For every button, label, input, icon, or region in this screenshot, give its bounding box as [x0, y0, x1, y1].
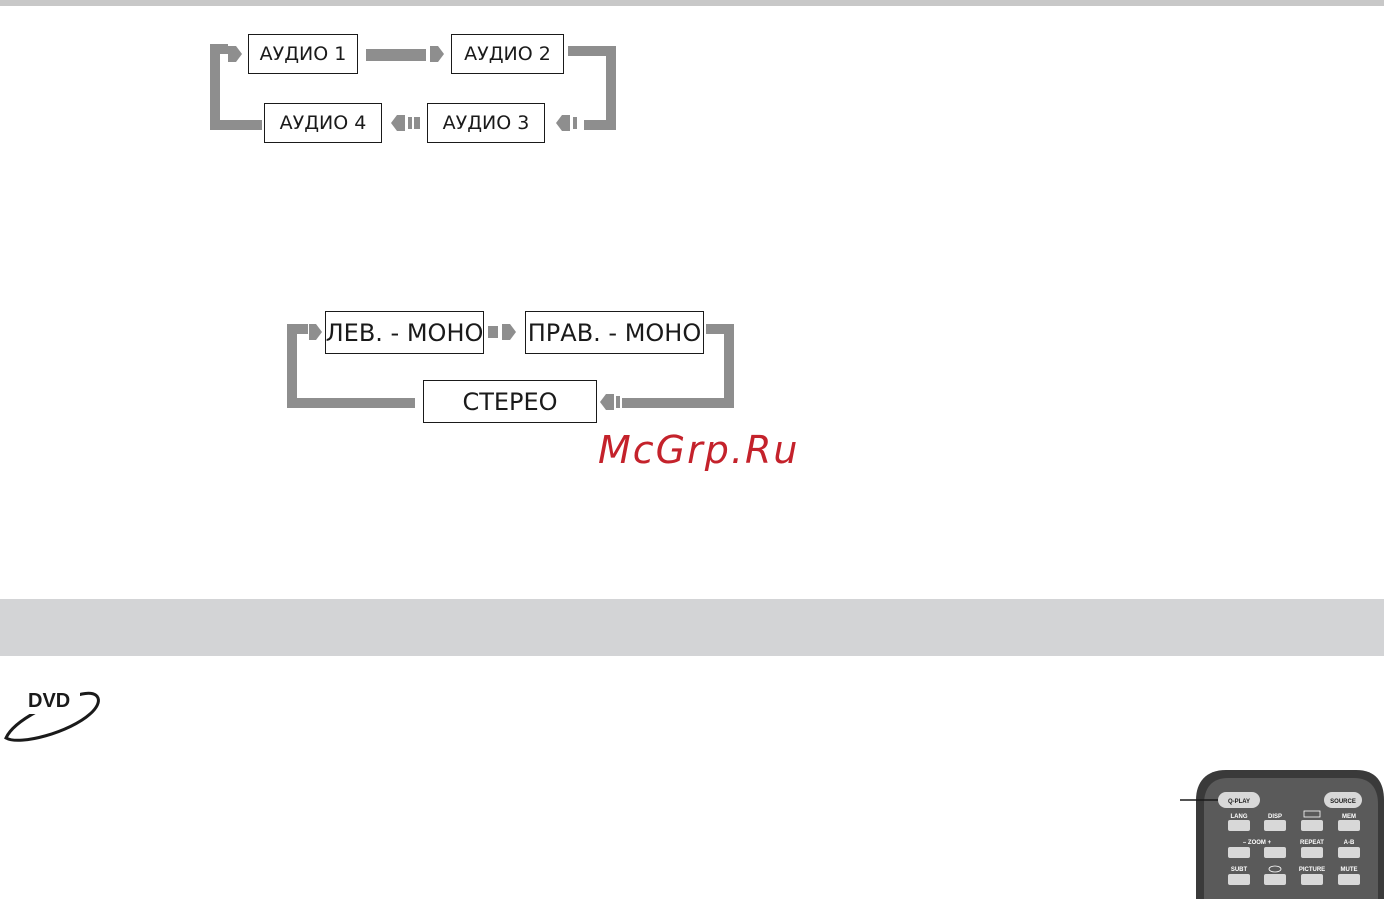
- watermark: McGrp.Ru: [598, 428, 799, 472]
- disp-button: [1264, 820, 1286, 831]
- angle-button: [1264, 874, 1286, 885]
- mute-button: [1338, 874, 1360, 885]
- ab-label: A-B: [1344, 840, 1355, 846]
- mem-button: [1338, 820, 1360, 831]
- left-mono-box: ЛЕВ. - МОНО: [325, 311, 484, 354]
- qplay-label: Q-PLAY: [1228, 799, 1250, 805]
- mem-label: MEM: [1342, 814, 1356, 820]
- zoom-label: – ZOOM +: [1243, 840, 1272, 846]
- stereo-box: СТЕРЕО: [423, 380, 597, 423]
- mute-label: MUTE: [1341, 867, 1358, 873]
- disp-label: DISP: [1268, 814, 1282, 820]
- section-header-band: [0, 599, 1384, 656]
- arrow-head-icon: [430, 46, 444, 62]
- arrow-head-icon: [391, 115, 405, 131]
- dvd-logo-icon: DVD: [0, 680, 110, 750]
- arrow-head-icon: [502, 324, 516, 340]
- remote-control-illustration: Q-PLAY SOURCE LANG DISP MEM – ZOOM + REP…: [1180, 770, 1384, 899]
- ab-button: [1338, 847, 1360, 858]
- arrow-head-icon: [228, 46, 242, 62]
- lang-button: [1228, 820, 1250, 831]
- audio-1-box: АУДИО 1: [248, 34, 358, 74]
- arrow-head-icon: [309, 324, 322, 340]
- lang-label: LANG: [1231, 814, 1248, 820]
- source-label: SOURCE: [1330, 799, 1356, 805]
- right-mono-box: ПРАВ. - МОНО: [525, 311, 704, 354]
- arrow-head-icon: [600, 394, 614, 410]
- arrow-head-icon: [556, 115, 570, 131]
- dvd-logo-text: DVD: [28, 690, 70, 712]
- audio-4-box: АУДИО 4: [264, 103, 382, 143]
- subt-button: [1228, 874, 1250, 885]
- picture-button: [1301, 874, 1323, 885]
- audio-2-box: АУДИО 2: [451, 34, 564, 74]
- audio-3-box: АУДИО 3: [427, 103, 545, 143]
- repeat-button: [1301, 847, 1323, 858]
- aspect-button: [1301, 820, 1323, 831]
- repeat-label: REPEAT: [1300, 840, 1324, 846]
- arrow-1-2: [366, 49, 426, 61]
- picture-label: PICTURE: [1299, 867, 1325, 873]
- zoom-plus-button: [1264, 847, 1286, 858]
- subt-label: SUBT: [1231, 867, 1248, 873]
- zoom-minus-button: [1228, 847, 1250, 858]
